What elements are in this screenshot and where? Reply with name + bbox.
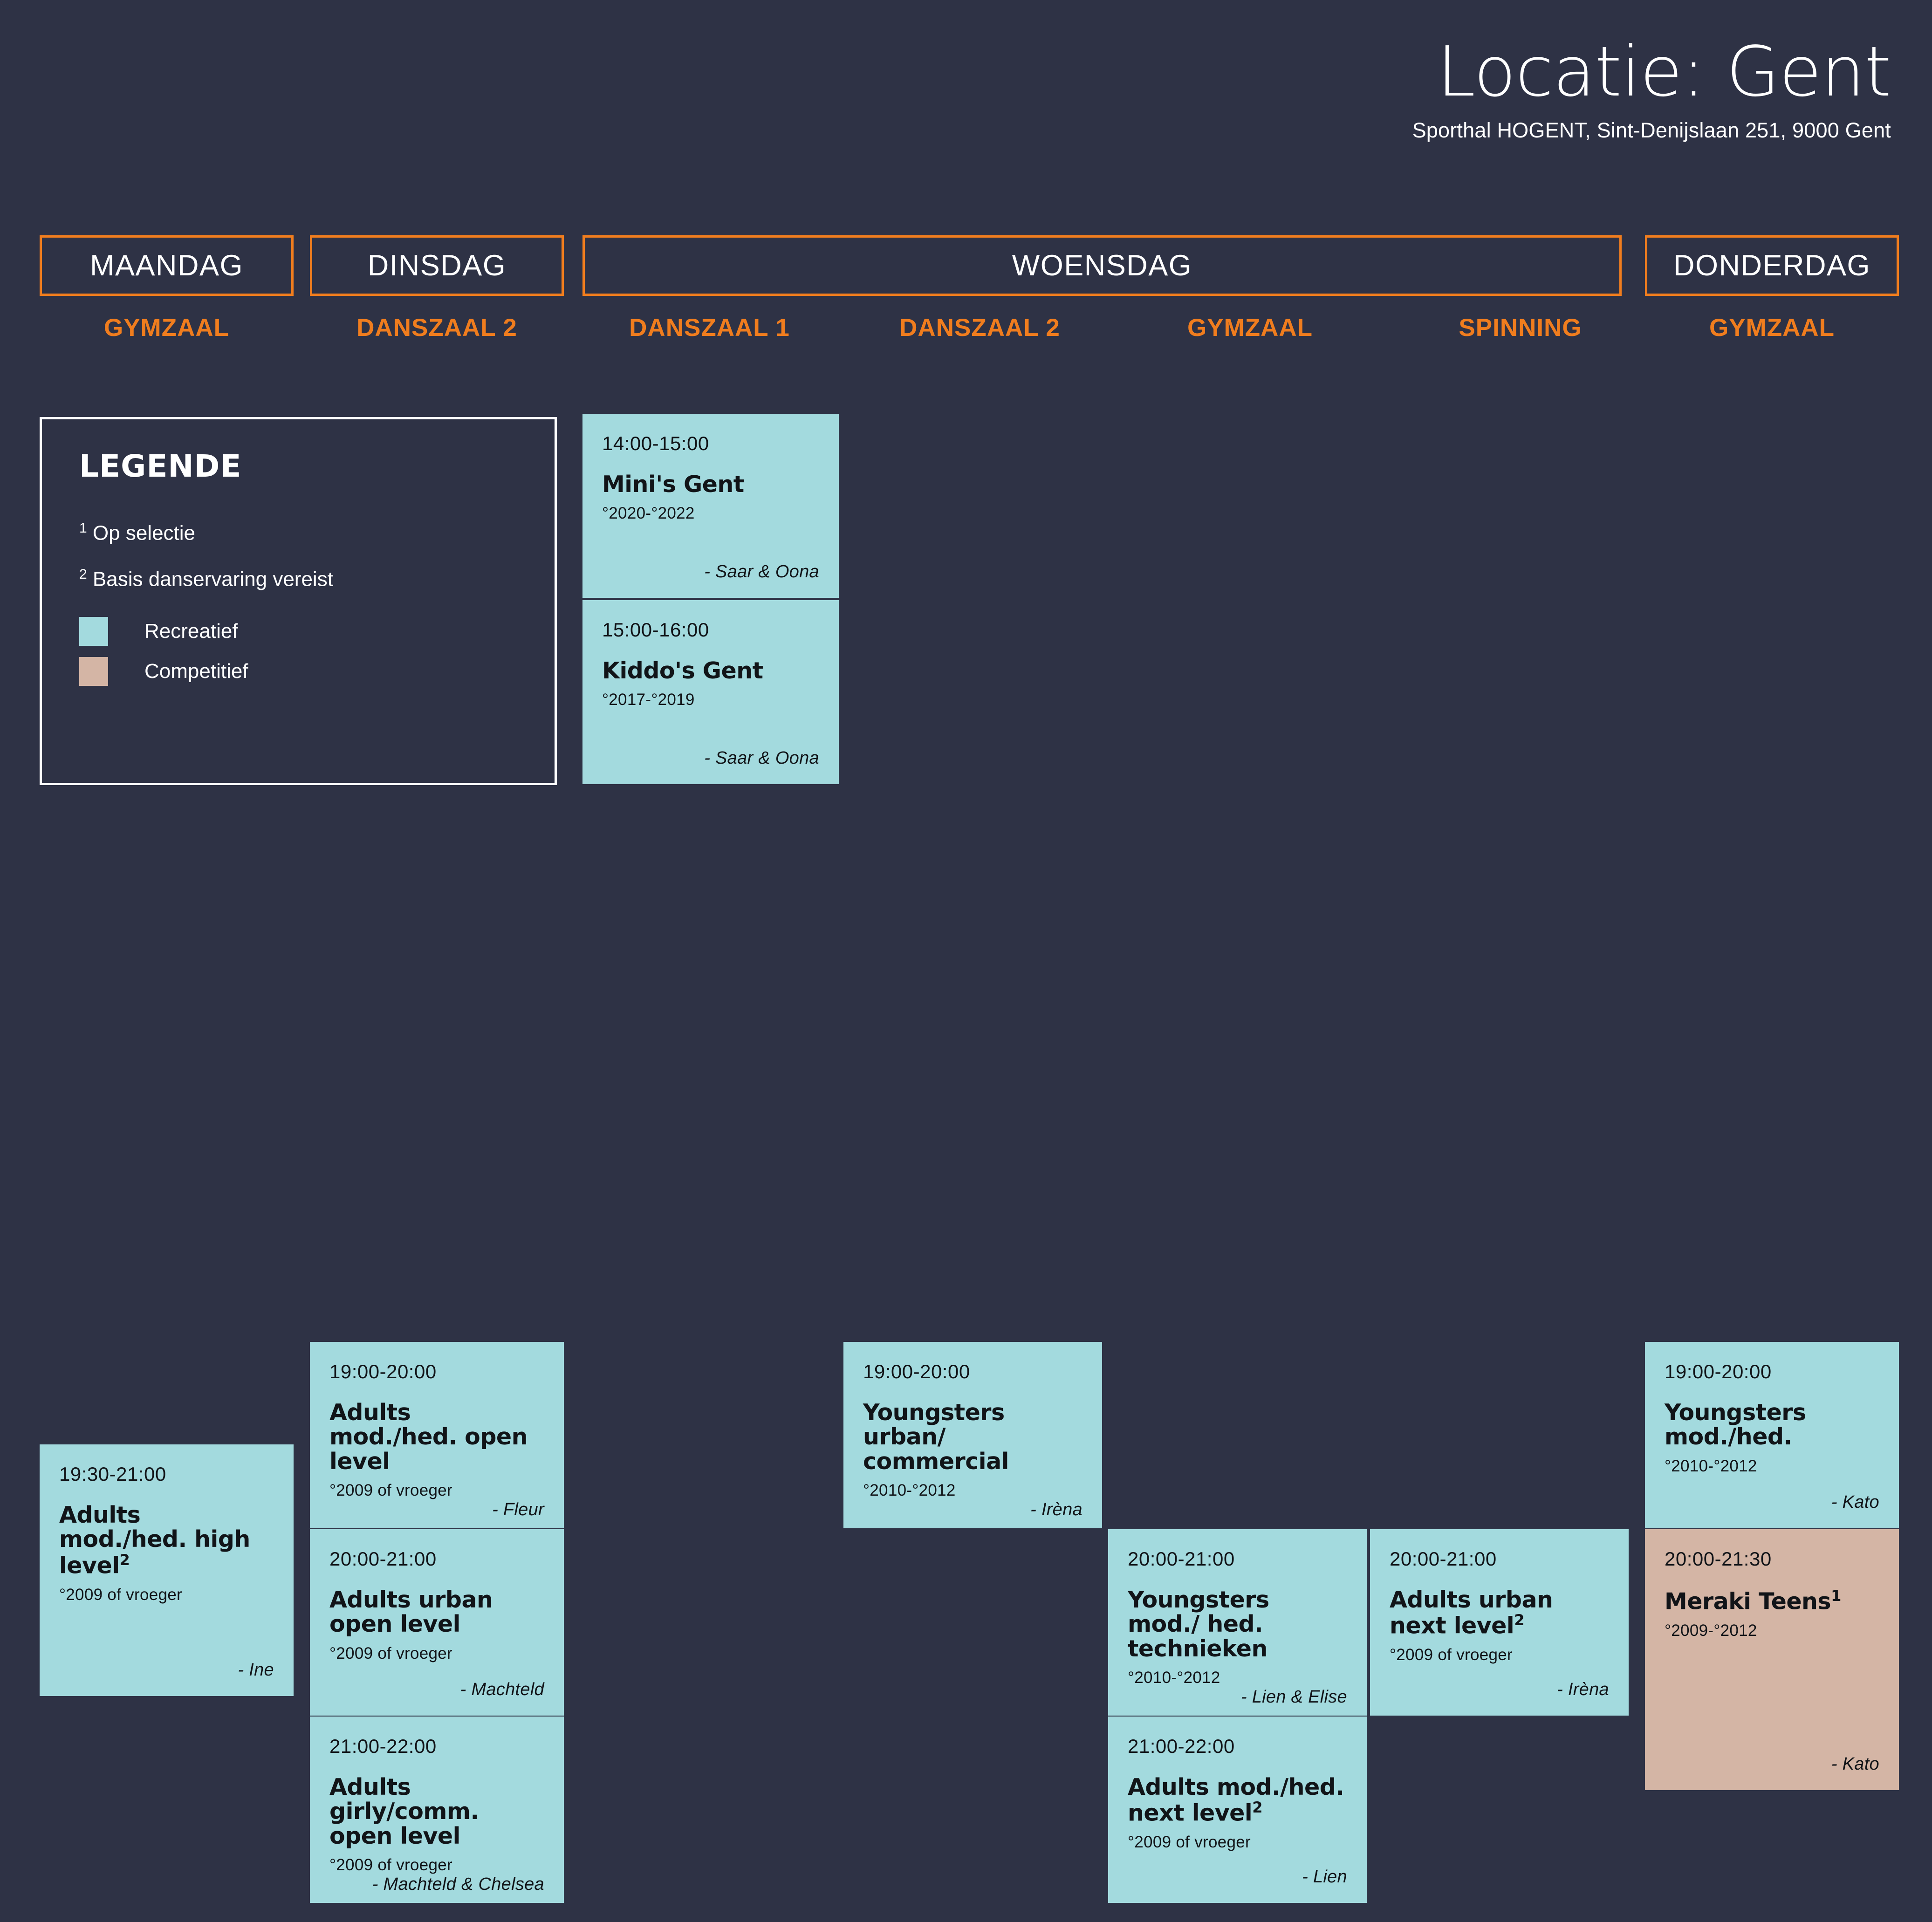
- class-name: Youngsters mod./hed.: [1665, 1399, 1806, 1450]
- class-name: Kiddo's Gent: [602, 657, 763, 684]
- class-name: Youngsters urban/ commercial: [863, 1399, 1009, 1475]
- class-time: 20:00-21:00: [1128, 1548, 1235, 1570]
- class-age-range: °2009 of vroeger: [329, 1481, 452, 1500]
- class-teacher: - Lien & Elise: [1240, 1687, 1347, 1707]
- day-header-dinsdag: DINSDAG: [310, 235, 564, 296]
- class-name: Adults mod./hed. open level: [329, 1399, 528, 1475]
- class-name: Adults mod./hed. next level2: [1128, 1774, 1344, 1826]
- class-age-range: °2020-°2022: [602, 504, 695, 523]
- room-label-4: GYMZAAL: [1187, 314, 1313, 342]
- legend-note-2: 2 Basis danservaring vereist: [79, 566, 333, 591]
- room-label-6: GYMZAAL: [1709, 314, 1835, 342]
- class-age-range: °2009 of vroeger: [59, 1585, 182, 1604]
- class-name-marker: 2: [1514, 1611, 1524, 1629]
- legend-box: LEGENDE 1 Op selectie 2 Basis danservarin…: [40, 417, 557, 785]
- legend-swatch-row-competitief: Competitief: [79, 657, 517, 686]
- room-label-0: GYMZAAL: [103, 314, 230, 342]
- class-teacher: - Kato: [1831, 1492, 1879, 1512]
- legend-note-marker: 1: [79, 520, 87, 536]
- class-age-range: °2009 of vroeger: [1128, 1833, 1251, 1852]
- class-teacher: - Machteld & Chelsea: [372, 1874, 544, 1895]
- page-title: Locatie: Gent: [1437, 32, 1891, 112]
- class-age-range: °2010-°2012: [1665, 1457, 1757, 1475]
- page-header: Locatie: Gent Sporthal HOGENT, Sint-Deni…: [1412, 37, 1891, 143]
- class-time: 15:00-16:00: [602, 619, 709, 641]
- legend-title: LEGENDE: [79, 448, 242, 484]
- class-time: 19:00-20:00: [1665, 1361, 1772, 1382]
- class-age-range: °2009-°2012: [1665, 1621, 1757, 1640]
- class-name: Adults mod./hed. high level2: [59, 1502, 250, 1579]
- class-teacher: - Irèna: [1030, 1500, 1082, 1520]
- class-name: Adults girly/comm. open level: [329, 1774, 479, 1849]
- class-name-marker: 2: [119, 1551, 130, 1569]
- color-swatch-competitief: [79, 657, 108, 686]
- day-header-woensdag: WOENSDAG: [582, 235, 1622, 296]
- class-time: 19:00-20:00: [863, 1361, 970, 1382]
- class-name-marker: 1: [1831, 1587, 1841, 1605]
- room-label-2: DANSZAAL 1: [629, 314, 790, 342]
- class-age-range: °2009 of vroeger: [329, 1644, 452, 1662]
- day-header-label: MAANDAG: [89, 249, 244, 282]
- class-time: 14:00-15:00: [602, 432, 709, 454]
- class-teacher: - Machteld: [460, 1680, 544, 1699]
- class-time: 21:00-22:00: [1128, 1735, 1235, 1757]
- class-time: 20:00-21:00: [1390, 1548, 1497, 1570]
- class-age-range: °2010-°2012: [863, 1481, 956, 1500]
- room-label-5: SPINNING: [1459, 314, 1582, 342]
- class-name: Adults urban open level: [329, 1587, 493, 1638]
- legend-note-1: 1 Op selectie: [79, 520, 196, 545]
- class-teacher: - Kato: [1831, 1754, 1879, 1774]
- class-name: Adults urban next level2: [1390, 1587, 1553, 1639]
- class-age-range: °2010-°2012: [1128, 1669, 1220, 1687]
- class-teacher: - Saar & Oona: [704, 748, 819, 768]
- day-header-label: DONDERDAG: [1673, 249, 1871, 282]
- legend-swatch-label: Recreatief: [144, 620, 238, 643]
- day-header-donderdag: DONDERDAG: [1645, 235, 1899, 296]
- room-label-3: DANSZAAL 2: [899, 314, 1060, 342]
- class-time: 19:30-21:00: [59, 1463, 166, 1485]
- class-teacher: - Lien: [1302, 1867, 1347, 1887]
- class-age-range: °2009 of vroeger: [1390, 1646, 1513, 1664]
- page-subtitle: Sporthal HOGENT, Sint-Denijslaan 251, 90…: [1412, 118, 1891, 142]
- day-header-maandag: MAANDAG: [40, 235, 294, 296]
- class-teacher: - Saar & Oona: [704, 562, 819, 581]
- day-header-label: WOENSDAG: [1012, 249, 1192, 282]
- class-time: 20:00-21:00: [329, 1548, 437, 1570]
- color-swatch-recreatief: [79, 617, 108, 646]
- legend-swatch-label: Competitief: [144, 660, 248, 683]
- class-time: 20:00-21:30: [1665, 1548, 1772, 1570]
- class-name: Mini's Gent: [602, 471, 744, 498]
- class-name-marker: 2: [1252, 1799, 1262, 1817]
- legend-swatch-row-recreatief: Recreatief: [79, 617, 517, 646]
- class-age-range: °2009 of vroeger: [329, 1856, 452, 1874]
- class-name: Meraki Teens1: [1665, 1587, 1841, 1615]
- class-age-range: °2017-°2019: [602, 691, 695, 709]
- class-teacher: - Irèna: [1557, 1680, 1609, 1699]
- class-time: 19:00-20:00: [329, 1361, 437, 1382]
- legend-notes: 1 Op selectie 2 Basis danservaring vereis…: [79, 520, 517, 591]
- class-teacher: - Ine: [238, 1660, 274, 1680]
- day-header-label: DINSDAG: [367, 249, 507, 282]
- legend-note-marker: 2: [79, 566, 87, 582]
- class-name: Youngsters mod./ hed. technieken: [1128, 1587, 1269, 1662]
- class-time: 21:00-22:00: [329, 1735, 437, 1757]
- class-teacher: - Fleur: [492, 1500, 544, 1520]
- room-label-1: DANSZAAL 2: [356, 314, 517, 342]
